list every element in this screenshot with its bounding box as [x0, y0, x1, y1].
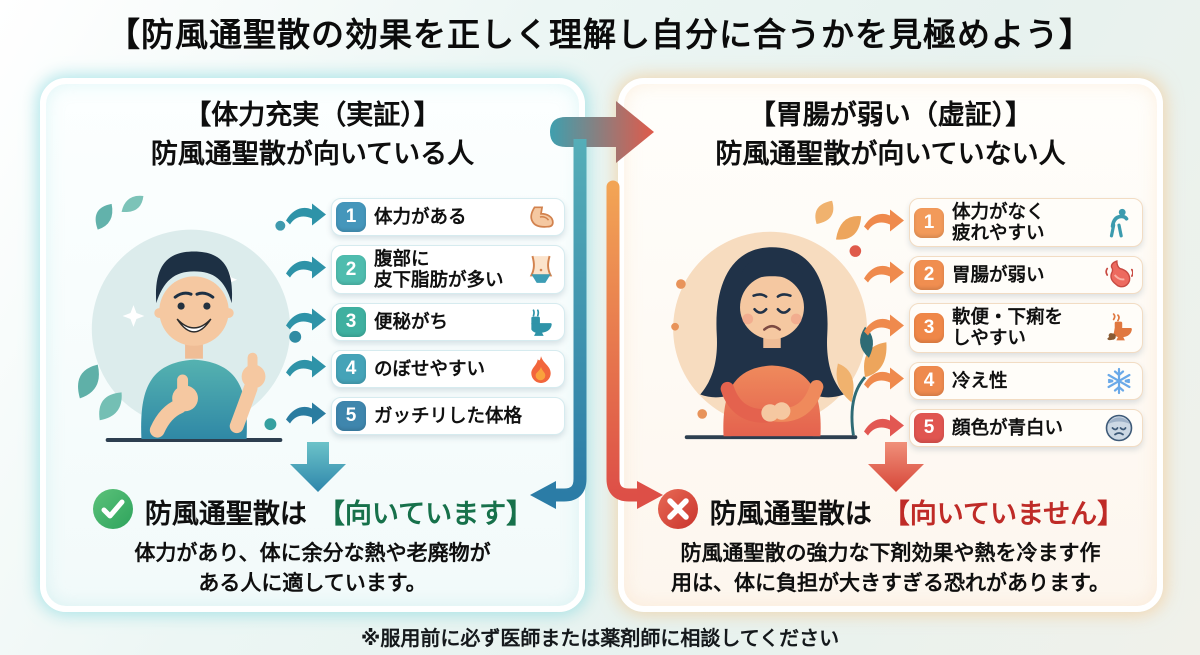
cross-icon [657, 488, 699, 535]
unsuited-panel: 【胃腸が弱い（虚証）】 防風通聖散が向いていない人 [618, 78, 1163, 612]
item-text: のぼせやすい [374, 358, 486, 380]
check-icon [92, 488, 134, 535]
arrow-right-icon [285, 355, 327, 384]
suited-list: 1 体力がある 2 腹部に 皮下脂肪が多い 3 便秘がち [286, 198, 565, 436]
list-item: 2 腹部に 皮下脂肪が多い [286, 245, 565, 295]
list-item: 3 便秘がち [286, 303, 565, 342]
muscle-icon [525, 204, 557, 230]
arrow-right-icon [285, 402, 327, 431]
item-number: 5 [336, 401, 366, 432]
fire-icon [525, 355, 557, 384]
item-text: 軟便・下痢を しやすい [952, 306, 1064, 349]
list-item: 1 体力がある [286, 198, 565, 236]
flow-connector-arrows [520, 95, 690, 530]
arrow-right-icon [863, 413, 905, 442]
arrow-right-icon [285, 308, 327, 337]
item-number: 1 [336, 202, 366, 232]
item-number: 3 [914, 313, 944, 344]
item-number: 2 [336, 254, 366, 285]
item-number: 5 [914, 412, 944, 443]
snowflake-icon [1103, 367, 1135, 395]
item-text: 腹部に 皮下脂肪が多い [374, 248, 504, 290]
waist-icon [525, 255, 557, 285]
list-item: 3 軟便・下痢を しやすい [864, 303, 1143, 353]
item-text: 顔色が青白い [952, 416, 1064, 438]
arrow-right-icon [863, 314, 905, 343]
diarrhea-toilet-icon [1103, 313, 1135, 343]
item-text: 体力がある [374, 205, 467, 227]
arrow-right-icon [285, 203, 327, 232]
item-number: 3 [336, 307, 366, 338]
list-item: 4 冷え性 [864, 361, 1143, 400]
conclusion-highlight: 【向いていません】 [882, 499, 1125, 529]
down-arrow-icon [868, 442, 924, 497]
list-item: 2 胃腸が弱い [864, 256, 1143, 295]
conclusion-prefix: 防風通聖散は [144, 499, 307, 529]
arrow-right-icon [863, 208, 905, 237]
suited-heading-line2: 防風通聖散が向いている人 [150, 139, 475, 170]
unsuited-heading-line1: 【胃腸が弱い（虚証）】 [748, 100, 1033, 130]
toilet-icon [525, 307, 557, 337]
suited-panel-heading: 【体力充実（実証）】 防風通聖散が向いている人 [46, 96, 579, 174]
item-text: 冷え性 [952, 369, 1008, 391]
stomach-icon [1103, 260, 1135, 290]
list-item: 1 体力がなく 疲れやすい [864, 198, 1143, 248]
down-arrow-icon [290, 442, 346, 497]
footer-note: ※服用前に必ず医師または薬剤師に相談してください [360, 628, 840, 650]
list-item: 5 顔色が青白い [864, 408, 1143, 447]
item-text: ガッチリした体格 [374, 405, 523, 427]
page-title: 【防風通聖散の効果を正しく理解し自分に合うかを見極めよう】 [107, 16, 1093, 53]
unsuited-panel-heading: 【胃腸が弱い（虚証）】 防風通聖散が向いていない人 [624, 96, 1157, 174]
item-text: 胃腸が弱い [952, 264, 1045, 286]
arrow-right-icon [863, 366, 905, 395]
suited-description: 体力があり、体に余分な熱や老廃物が ある人に適しています。 [134, 542, 491, 595]
suited-heading-line1: 【体力充実（実証）】 [184, 100, 441, 130]
suited-conclusion: 防風通聖散は 【向いています】 [46, 488, 579, 535]
tired-person-icon [1103, 208, 1135, 238]
arrow-right-icon [285, 255, 327, 284]
item-number: 4 [914, 365, 944, 396]
conclusion-highlight: 【向いています】 [317, 499, 534, 529]
unsuited-description: 防風通聖散の強力な下剤効果や熱を冷ます作 用は、体に負担が大きすぎる恐れがありま… [671, 542, 1110, 595]
unwell-woman-illustration [646, 188, 898, 446]
conclusion-prefix: 防風通聖散は [709, 499, 872, 529]
item-text: 便秘がち [374, 311, 449, 333]
unsuited-heading-line2: 防風通聖散が向いていない人 [715, 139, 1066, 170]
unsuited-list: 1 体力がなく 疲れやすい 2 胃腸が弱い 3 軟便・下痢を しやすい [864, 198, 1143, 447]
arrow-right-icon [863, 261, 905, 290]
item-number: 2 [914, 260, 944, 291]
item-text: 体力がなく 疲れやすい [952, 201, 1045, 243]
list-item: 4 のぼせやすい [286, 350, 565, 389]
item-number: 1 [914, 207, 944, 238]
unsuited-conclusion: 防風通聖散は 【向いていません】 [624, 488, 1157, 535]
suited-panel: 【体力充実（実証）】 防風通聖散が向いている人 [40, 78, 585, 612]
pale-face-icon [1103, 414, 1135, 442]
item-number: 4 [336, 354, 366, 385]
healthy-man-illustration [68, 188, 320, 446]
list-item: 5 ガッチリした体格 [286, 397, 565, 436]
